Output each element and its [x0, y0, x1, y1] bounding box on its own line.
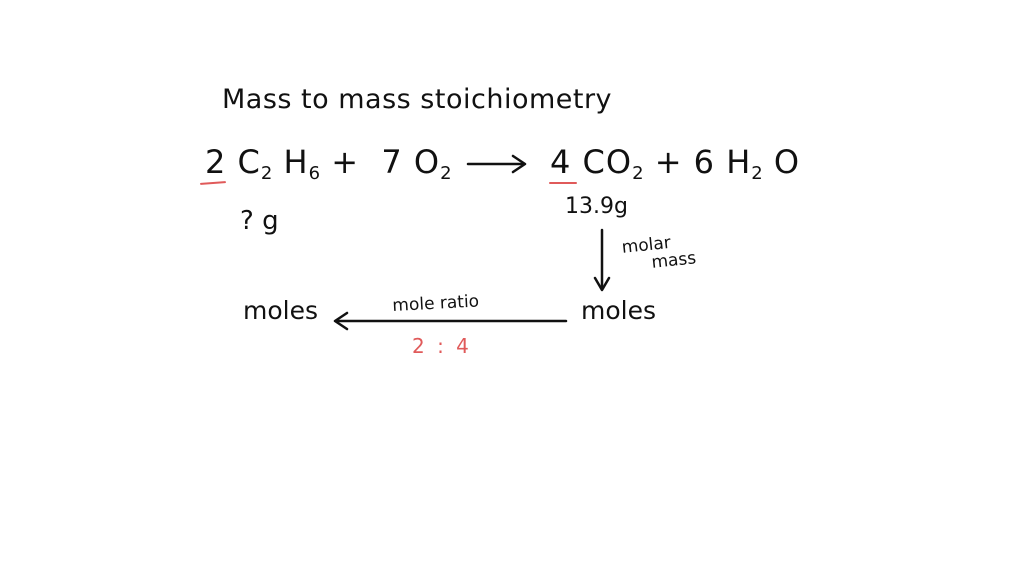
product-2-element-h: H: [726, 143, 752, 181]
plus-sign-1: +: [331, 143, 359, 181]
unknown-mass: ? g: [240, 206, 279, 236]
moles-left: moles: [243, 296, 318, 325]
product-1-subscript: 2: [632, 163, 644, 184]
reactant-1-element-h: H: [283, 143, 309, 181]
product-2-coefficient: 6: [693, 143, 716, 181]
mole-ratio-arrow-icon: [333, 311, 568, 331]
reactant-2-coefficient: 7: [381, 143, 403, 181]
page-title: Mass to mass stoichiometry: [222, 84, 613, 115]
reactant-1-element-c: C: [237, 143, 261, 181]
reactant-1-subscript-c: 2: [260, 163, 273, 184]
product-2-subscript-h: 2: [751, 163, 763, 184]
reactant-1-coefficient: 2: [205, 143, 227, 181]
moles-right: moles: [581, 296, 656, 325]
product-1-coefficient: 4: [550, 143, 572, 181]
molar-mass-label: molar mass: [621, 232, 697, 275]
equation-products: 4 CO2 + 6 H2 O: [550, 146, 800, 183]
equation-reactants: 2 C2 H6 + 7 O2: [205, 146, 452, 183]
mole-ratio-value: 2 : 4: [412, 334, 472, 358]
product-1-formula: CO: [582, 143, 633, 181]
reactant-2-subscript: 2: [440, 163, 452, 184]
reactant-2-element: O: [413, 143, 441, 181]
product-coefficient-highlight: [549, 182, 577, 184]
molar-mass-arrow-icon: [593, 228, 611, 292]
reactant-1-subscript-h: 6: [308, 163, 321, 184]
reactant-coefficient-highlight: [199, 181, 227, 185]
plus-sign-2: +: [654, 143, 683, 181]
given-mass: 13.9g: [565, 194, 628, 219]
product-2-element-o: O: [773, 143, 801, 181]
reaction-arrow-icon: [466, 154, 527, 174]
